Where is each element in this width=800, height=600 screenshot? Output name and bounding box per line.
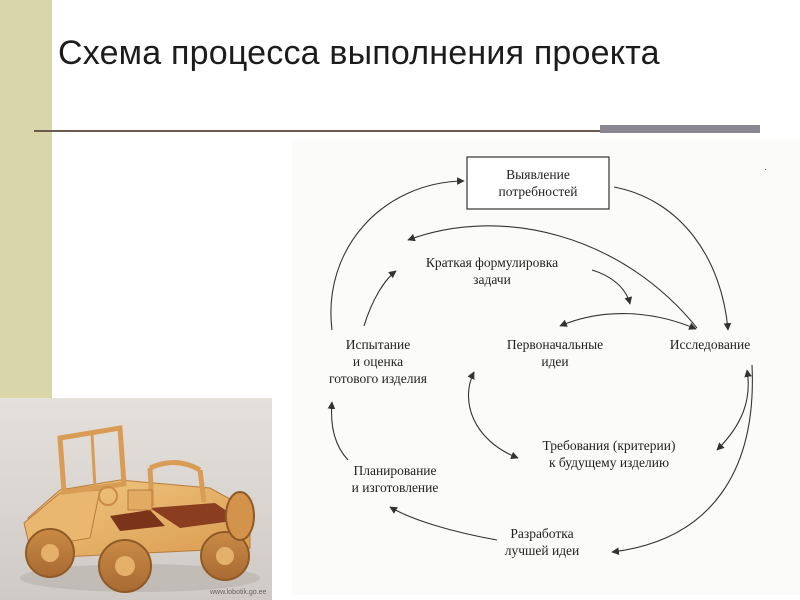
node-planning: Планирование и изготовление (352, 463, 439, 495)
node-planning-line-1: Планирование (353, 463, 436, 478)
title-underline-accent (600, 125, 760, 133)
node-planning-line-2: и изготовление (352, 480, 439, 495)
arrow-ideas-requirements (467, 371, 519, 460)
node-ideas-line-1: Первоначальные (507, 337, 603, 352)
arrow-research-requirements (716, 369, 752, 451)
process-diagram: Выявление потребностей Краткая формулиро… (292, 140, 800, 595)
node-ideas-line-2: идеи (541, 354, 568, 369)
node-best-idea: Разработка лучшей идеи (505, 526, 580, 558)
slide-title: Схема процесса выполнения проекта (58, 34, 660, 72)
arrow-research-ideas (559, 313, 697, 330)
node-requirements-line-1: Требования (критерии) (543, 438, 676, 453)
wooden-jeep-image: www.lobotik.go.ee (0, 398, 272, 600)
photo-watermark: www.lobotik.go.ee (209, 589, 267, 596)
arrow-needs-to-research (613, 186, 732, 331)
node-needs-line-2: потребностей (499, 184, 578, 199)
node-needs-line-1: Выявление (506, 167, 570, 182)
node-needs: Выявление потребностей (466, 156, 610, 210)
node-brief-line-1: Краткая формулировка (426, 255, 558, 270)
node-research: Исследование (670, 337, 751, 352)
node-brief: Краткая формулировка задачи (426, 255, 558, 287)
arrow-research-to-brief (407, 225, 698, 329)
node-research-line-1: Исследование (670, 337, 751, 352)
node-best-idea-line-2: лучшей идеи (505, 543, 580, 558)
node-ideas: Первоначальные идеи (507, 337, 603, 369)
node-testing-line-1: Испытание (346, 337, 411, 352)
node-needs-box (466, 156, 610, 210)
process-diagram-canvas: Выявление потребностей Краткая формулиро… (327, 156, 767, 558)
diagram-mark: ˙ (764, 168, 767, 179)
arrow-brief-to-research (591, 269, 633, 305)
arrow-research-to-best-idea (611, 364, 753, 555)
arrow-planning-to-testing (327, 401, 349, 461)
node-best-idea-line-1: Разработка (510, 526, 573, 541)
node-testing-line-3: готового изделия (329, 371, 427, 386)
arrow-best-idea-to-planning (389, 506, 498, 541)
node-requirements: Требования (критерии) к будущему изделию (543, 438, 676, 470)
title-underline (34, 130, 600, 132)
arrow-testing-to-brief (363, 270, 397, 327)
node-testing: Испытание и оценка готового изделия (329, 337, 427, 386)
project-photo: www.lobotik.go.ee (0, 398, 272, 600)
node-requirements-line-2: к будущему изделию (549, 455, 669, 470)
node-brief-line-2: задачи (473, 272, 511, 287)
node-testing-line-2: и оценка (353, 354, 403, 369)
arrow-testing-to-needs (330, 177, 465, 331)
